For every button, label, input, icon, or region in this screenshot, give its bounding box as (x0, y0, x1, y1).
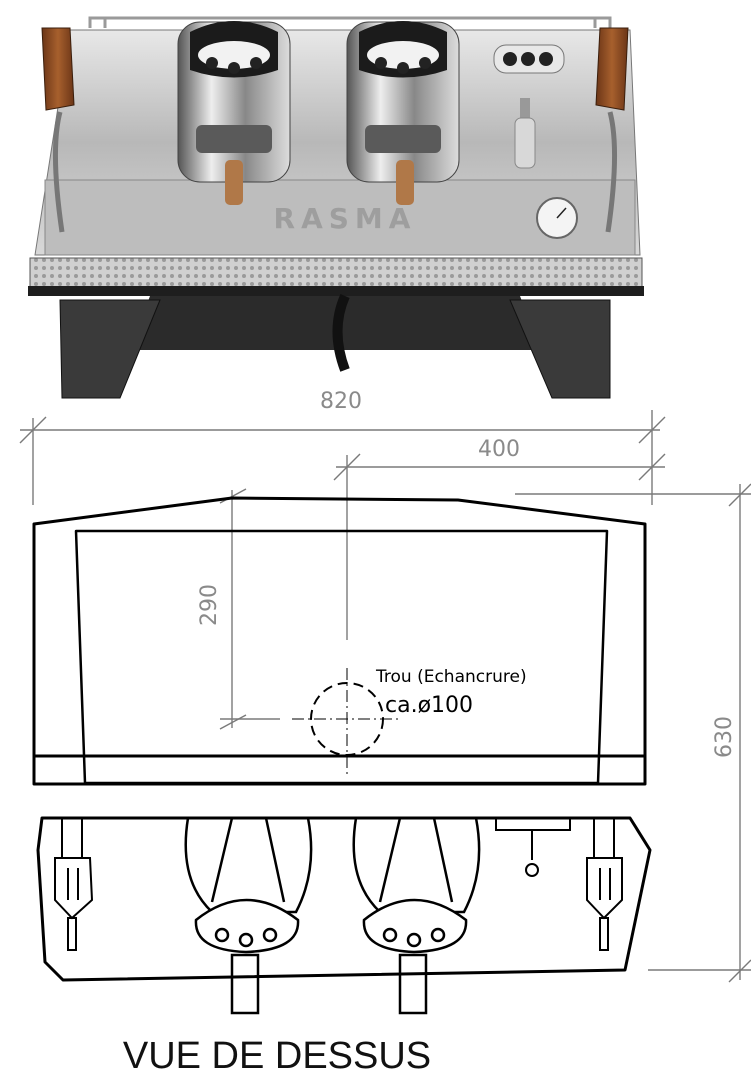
left-steam-wand (52, 111, 65, 233)
brand-mark: RASMA (274, 202, 417, 235)
dimension-depth-center: 290 (197, 584, 222, 626)
hot-water-tap-top-view (495, 817, 571, 877)
drip-tray-outline (36, 816, 652, 982)
drip-tray (29, 257, 643, 291)
hole-size-label: ca.ø100 (385, 693, 473, 718)
top-plate (32, 496, 647, 758)
right-group-top-view (352, 817, 481, 1015)
cup-rail (88, 16, 612, 28)
dimension-width-total: 820 (320, 389, 362, 414)
right-wood-handle (595, 27, 629, 111)
pressure-gauge (536, 197, 578, 239)
view-title: VUE DE DESSUS (123, 1035, 431, 1070)
left-steam-wand-top-view (54, 817, 94, 951)
dimension-depth-total: 630 (712, 716, 737, 758)
dimension-lines (19, 410, 751, 983)
right-steam-wand-top-view (586, 817, 623, 951)
right-group-head (346, 21, 460, 205)
machine-front-view: RASMA (28, 16, 644, 399)
left-group-head (177, 21, 291, 205)
right-steam-wand (605, 111, 618, 233)
left-leg (59, 299, 161, 399)
hole-label: Trou (Echancrure) (375, 667, 527, 687)
right-leg (509, 299, 611, 399)
front-ledge (32, 754, 647, 786)
hot-water-tap (514, 98, 536, 169)
top-view-outline (32, 496, 652, 982)
dimension-offset-center: 400 (478, 437, 520, 462)
cup-tray-recess (74, 529, 609, 785)
left-group-top-view (184, 817, 313, 1015)
hole-cutout (292, 668, 402, 775)
left-wood-handle (41, 27, 75, 111)
button-panel (493, 44, 565, 74)
drip-tray-front (28, 286, 644, 296)
drain-hose (332, 293, 350, 372)
